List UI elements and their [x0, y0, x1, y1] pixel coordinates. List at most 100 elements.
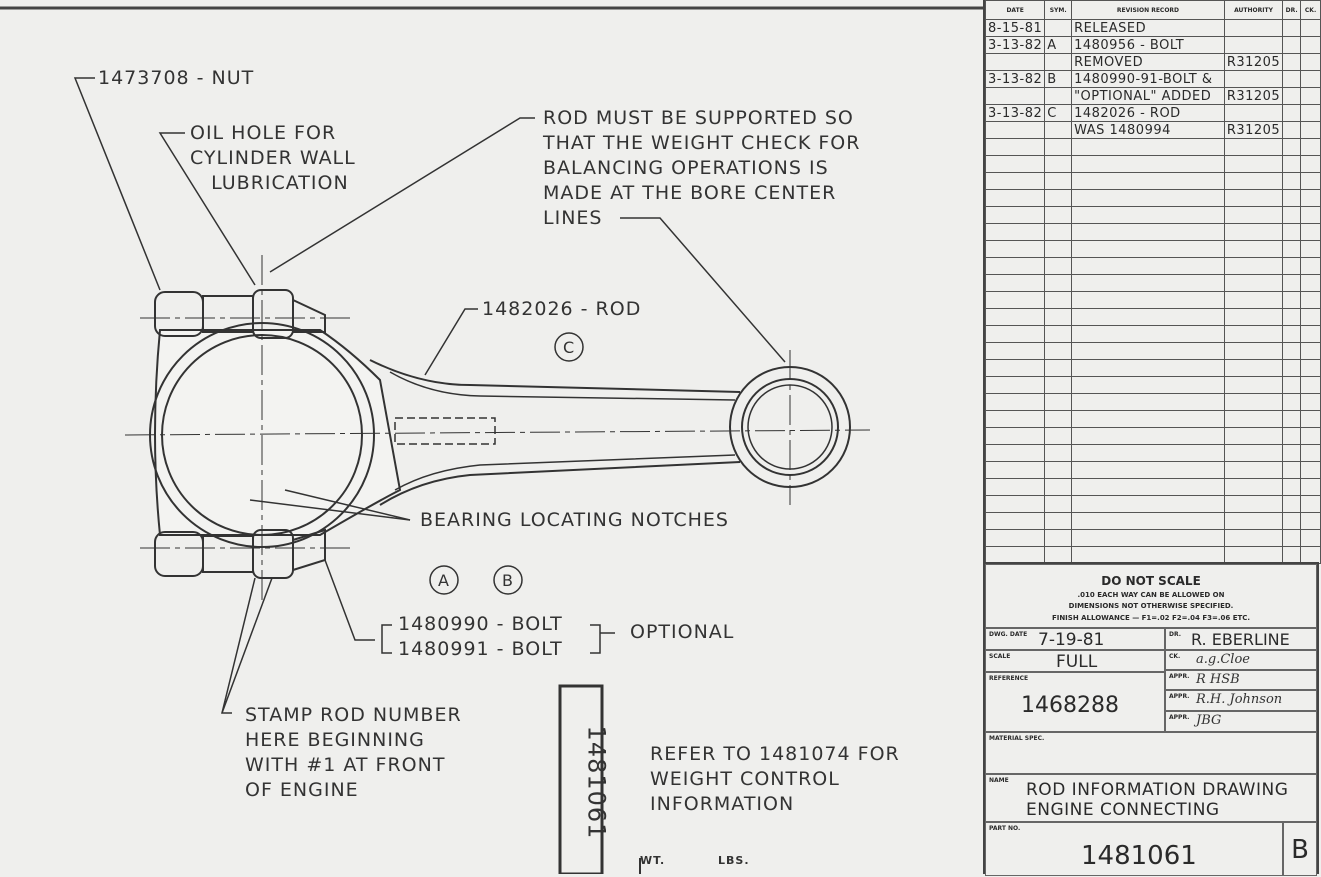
revision-cell: [984, 546, 1046, 564]
revision-cell: [984, 325, 1046, 343]
revision-cell: [1282, 223, 1302, 241]
revision-cell: [984, 529, 1046, 547]
revision-cell: [984, 308, 1046, 326]
revision-cell: [1044, 53, 1073, 71]
revision-cell: [984, 172, 1046, 190]
revision-cell: [984, 444, 1046, 462]
revision-cell: [1071, 257, 1225, 275]
revision-cell: [1223, 427, 1284, 445]
revision-cell: [1044, 138, 1073, 156]
revision-cell: [1282, 427, 1302, 445]
revision-cell: [1223, 223, 1284, 241]
revision-row: [984, 478, 1321, 496]
revision-cell: [1071, 189, 1225, 207]
revision-cell: [1071, 342, 1225, 360]
revision-cell: [1071, 172, 1225, 190]
dwg-date: 7-19-81: [1038, 630, 1105, 650]
revision-cell: [1300, 308, 1321, 326]
mark-c: C: [563, 338, 576, 357]
revision-row: [984, 359, 1321, 377]
revision-cell: [1300, 359, 1321, 377]
revision-cell: [984, 206, 1046, 224]
revision-cell: [1071, 512, 1225, 530]
revision-cell: [984, 461, 1046, 479]
revision-cell: REMOVED: [1071, 53, 1225, 71]
revision-cell: R31205: [1223, 53, 1284, 71]
revision-cell: [1044, 325, 1073, 343]
oil-hole-callout: OIL HOLE FOR CYLINDER WALL LUBRICATION: [190, 122, 356, 194]
revision-cell: R31205: [1223, 87, 1284, 105]
revision-cell: [1223, 444, 1284, 462]
revision-cell: 1482026 - ROD: [1071, 104, 1225, 122]
revision-cell: [1071, 410, 1225, 428]
revision-cell: [984, 495, 1046, 513]
revision-cell: [1223, 325, 1284, 343]
revision-cell: [1223, 240, 1284, 258]
revision-cell: [1300, 274, 1321, 292]
bolt-1480990-callout: 1480990 - BOLT: [398, 613, 563, 635]
revision-row: [984, 172, 1321, 190]
weight-control-note: REFER TO 1481074 FOR WEIGHT CONTROL INFO…: [650, 743, 900, 815]
revision-cell: [1300, 291, 1321, 309]
approval-signature-2: R.H. Johnson: [1196, 692, 1283, 707]
mark-b: B: [502, 571, 514, 590]
approval-signature-1: R HSB: [1196, 672, 1240, 687]
revision-cell: [1223, 291, 1284, 309]
revision-cell: [1223, 410, 1284, 428]
title-block: DO NOT SCALE .010 EACH WAY CAN BE ALLOWE…: [983, 562, 1319, 876]
revision-cell: [1282, 461, 1302, 479]
optional-callout: OPTIONAL: [630, 621, 735, 643]
revision-cell: [1223, 495, 1284, 513]
revision-cell: [1282, 121, 1302, 139]
revision-cell: [1071, 359, 1225, 377]
revision-cell: [1223, 308, 1284, 326]
revision-cell: [1300, 376, 1321, 394]
revision-cell: [1282, 478, 1302, 496]
mark-a: A: [438, 571, 450, 590]
revision-cell: [1223, 274, 1284, 292]
revision-cell: [1282, 104, 1302, 122]
revision-row: [984, 461, 1321, 479]
revision-row: [984, 138, 1321, 156]
revision-cell: [984, 87, 1046, 105]
revision-cell: [1282, 529, 1302, 547]
bolt-1480991-callout: 1480991 - BOLT: [398, 638, 563, 660]
revision-cell: 1480990-91-BOLT &: [1071, 70, 1225, 88]
revision-cell: [1300, 478, 1321, 496]
revision-row: [984, 155, 1321, 173]
revision-cell: [1300, 36, 1321, 54]
revision-cell: [1282, 308, 1302, 326]
revision-cell: [984, 189, 1046, 207]
revision-cell: [1044, 461, 1073, 479]
revision-row: [984, 512, 1321, 530]
revision-cell: [1071, 478, 1225, 496]
revision-cell: [1300, 104, 1321, 122]
revision-cell: [1223, 206, 1284, 224]
revision-cell: [1282, 410, 1302, 428]
revision-row: [984, 223, 1321, 241]
appr-label: APPR.: [1169, 714, 1190, 721]
part-no-label: PART NO.: [989, 825, 1021, 832]
name-label: NAME: [989, 777, 1009, 784]
rod-callout: 1482026 - ROD: [482, 298, 642, 320]
revision-cell: [984, 121, 1046, 139]
revision-cell: [1223, 359, 1284, 377]
revision-row: [984, 240, 1321, 258]
revision-cell: [1282, 359, 1302, 377]
revision-cell: [1282, 155, 1302, 173]
revision-cell: [1282, 512, 1302, 530]
revision-cell: [1282, 189, 1302, 207]
revision-header-cell: SYM.: [1044, 0, 1073, 20]
approval-signature-3: JBG: [1196, 713, 1222, 728]
revision-cell: [1223, 529, 1284, 547]
revision-cell: R31205: [1223, 121, 1284, 139]
tolerance-line-2: DIMENSIONS NOT OTHERWISE SPECIFIED.: [1068, 602, 1234, 610]
revision-cell: [1044, 155, 1073, 173]
revision-cell: [1071, 444, 1225, 462]
revision-cell: [1282, 291, 1302, 309]
revision-cell: [1282, 19, 1302, 37]
revision-cell: [1223, 189, 1284, 207]
